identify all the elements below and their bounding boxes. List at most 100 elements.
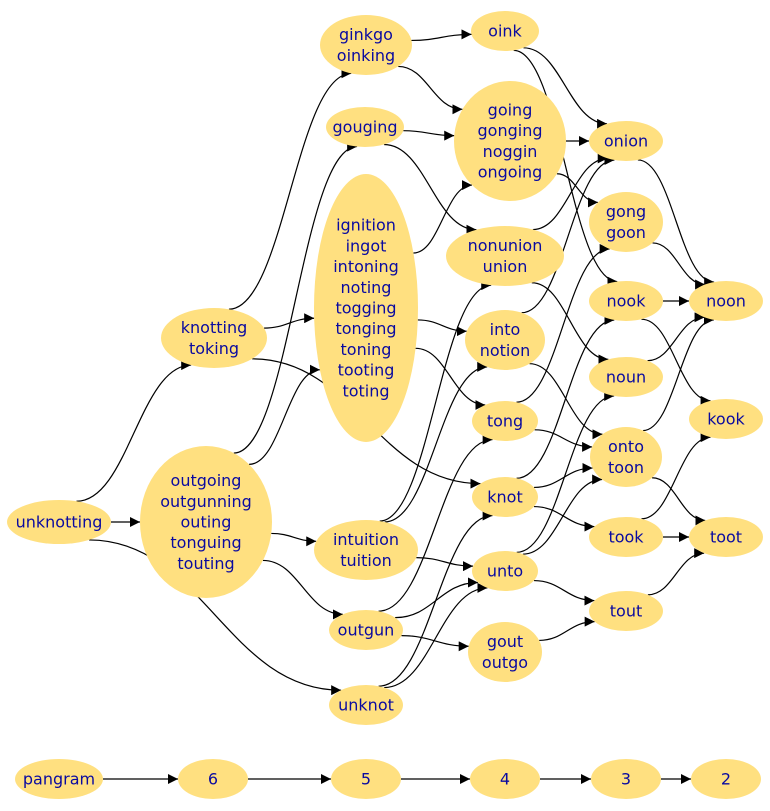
node-label: ongoing xyxy=(478,163,543,182)
edge-outgun-to-gout xyxy=(401,635,469,652)
edge-knotting-to-ginkgo xyxy=(228,68,352,310)
node-outgun: outgun xyxy=(329,610,403,650)
edge-intuition-to-nonunion xyxy=(379,280,492,522)
edge-intuition-to-unto xyxy=(416,557,473,572)
node-l4: 4 xyxy=(470,759,540,799)
edge-nonunion-to-noun xyxy=(531,282,609,365)
node-label: nook xyxy=(607,292,647,311)
node-ellipse xyxy=(314,520,418,580)
edge-unto-to-tout xyxy=(533,579,595,606)
node-unknot: unknot xyxy=(329,685,403,725)
node-oink: oink xyxy=(471,11,539,51)
node-ellipse xyxy=(465,310,545,370)
edges-layer xyxy=(76,29,715,784)
node-ellipse xyxy=(589,517,663,557)
nodes-layer: unknottingknottingtokingoutgoingoutgunni… xyxy=(7,11,763,799)
node-ellipse xyxy=(472,551,538,591)
node-label: pangram xyxy=(23,770,95,789)
node-label: took xyxy=(608,528,644,547)
edge-gouging-to-going xyxy=(403,130,455,141)
edge-nonunion-to-onion xyxy=(532,153,608,231)
node-label: onto xyxy=(608,437,644,456)
node-label: ingot xyxy=(346,236,387,255)
node-ellipse xyxy=(7,500,111,544)
edge-unknot-to-unto xyxy=(384,582,488,689)
node-ellipse xyxy=(591,759,661,799)
edge-ginkgo-to-going xyxy=(398,65,463,115)
node-label: toking xyxy=(189,339,239,358)
node-ellipse xyxy=(320,15,412,75)
edge-outgoing-to-ignition xyxy=(249,364,320,466)
node-ignition: ignitioningotintoningnotingtoggingtongin… xyxy=(314,174,418,442)
node-onion: onion xyxy=(589,121,663,161)
node-ellipse xyxy=(689,281,763,321)
node-ellipse xyxy=(329,610,403,650)
node-gong: gong goon xyxy=(589,192,663,252)
edge-onion-to-noon xyxy=(637,159,715,288)
node-label: outgo xyxy=(482,653,528,672)
edge-gouging-to-nonunion xyxy=(383,143,477,235)
node-label: 3 xyxy=(621,770,631,789)
edge-unknot-to-knot xyxy=(378,510,493,687)
node-l2: 2 xyxy=(691,759,761,799)
node-label: goon xyxy=(606,223,646,242)
node-label: gouging xyxy=(333,118,398,137)
node-tout: tout xyxy=(589,591,663,631)
node-ellipse xyxy=(691,759,761,799)
node-label: noggin xyxy=(483,142,538,161)
node-tong: tong xyxy=(472,401,538,441)
node-label: unto xyxy=(487,562,523,581)
edge-knot-to-took xyxy=(533,505,595,532)
node-label: touting xyxy=(177,554,234,573)
node-ellipse xyxy=(472,477,538,517)
edge-ignition-to-tong xyxy=(415,347,486,410)
node-label: oink xyxy=(488,22,522,41)
node-l5: 5 xyxy=(331,759,401,799)
node-ellipse xyxy=(329,685,403,725)
edge-into-to-onion xyxy=(521,155,615,314)
node-label: gong xyxy=(606,202,646,221)
node-label: going xyxy=(488,100,533,119)
node-label: 4 xyxy=(500,770,510,789)
node-label: unknot xyxy=(338,696,394,715)
node-label: toting xyxy=(342,381,389,400)
edge-intuition-to-into xyxy=(384,361,488,523)
node-l3: 3 xyxy=(591,759,661,799)
node-ellipse xyxy=(314,174,418,442)
edge-outgun-to-tong xyxy=(378,434,493,612)
node-label: 6 xyxy=(208,770,218,789)
edge-unknotting-to-unknot xyxy=(89,539,342,696)
node-ellipse xyxy=(161,308,267,368)
node-ellipse xyxy=(468,622,542,682)
edge-knot-to-onto xyxy=(533,463,593,489)
node-label: noting xyxy=(341,278,392,297)
node-label: nonunion xyxy=(468,236,543,255)
edge-ignition-to-going xyxy=(413,180,473,254)
node-label: 5 xyxy=(361,770,371,789)
node-nook: nook xyxy=(589,281,663,321)
node-ellipse xyxy=(470,759,540,799)
node-label: union xyxy=(483,257,528,276)
node-ellipse xyxy=(589,192,663,252)
edge-knot-to-nook xyxy=(516,315,615,479)
node-ellipse xyxy=(454,81,566,201)
node-label: outgoing xyxy=(171,471,242,490)
node-ellipse xyxy=(590,427,662,487)
node-label: intuition xyxy=(333,530,399,549)
node-label: gout xyxy=(487,632,523,651)
node-label: oinking xyxy=(337,46,395,65)
node-ellipse xyxy=(178,759,248,799)
node-ellipse xyxy=(689,399,763,439)
node-label: outgunning xyxy=(160,492,252,511)
node-label: tooting xyxy=(338,361,395,380)
node-label: onion xyxy=(604,132,648,151)
node-label: noun xyxy=(606,368,646,387)
edge-took-to-kook xyxy=(641,432,711,520)
